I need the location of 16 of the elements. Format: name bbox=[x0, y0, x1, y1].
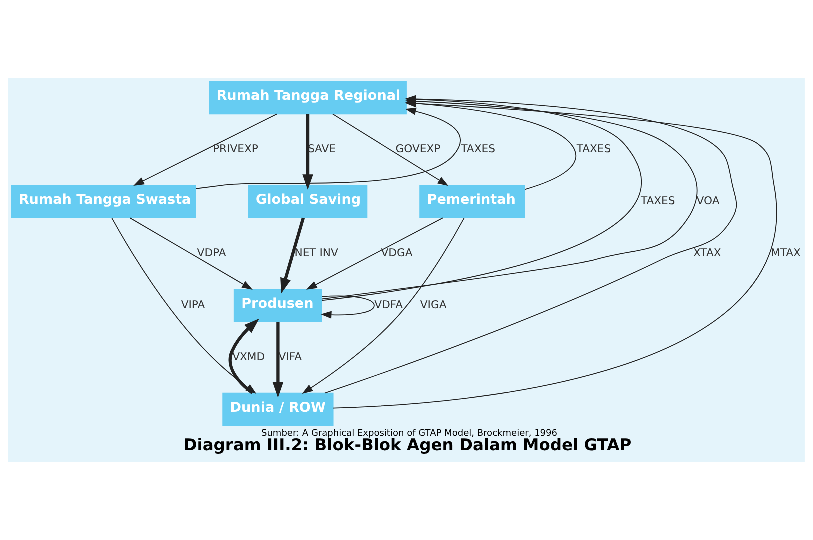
edge-label: VDPA bbox=[197, 246, 226, 260]
edge-label: XTAX bbox=[693, 246, 722, 260]
caption: Sumber: A Graphical Exposition of GTAP Model, Brockmeier, 1996 bbox=[261, 428, 558, 439]
edge-label: TAXES bbox=[576, 142, 612, 156]
edge-label: VIPA bbox=[181, 298, 206, 312]
edge-label: GOVEXP bbox=[396, 142, 441, 156]
edge-label: TAXES bbox=[461, 142, 496, 156]
edge-label: TAXES bbox=[640, 194, 676, 208]
edge-label: NET INV bbox=[294, 246, 338, 260]
edge-label: PRIVEXP bbox=[213, 142, 258, 156]
edge-label: VIGA bbox=[420, 298, 447, 312]
edge-label: VOA bbox=[696, 194, 720, 208]
edge-label: VDGA bbox=[381, 246, 413, 260]
edge-label: VXMD bbox=[232, 350, 266, 364]
edge-label: VDFA bbox=[374, 298, 404, 312]
edge-label: MTAX bbox=[771, 246, 801, 260]
